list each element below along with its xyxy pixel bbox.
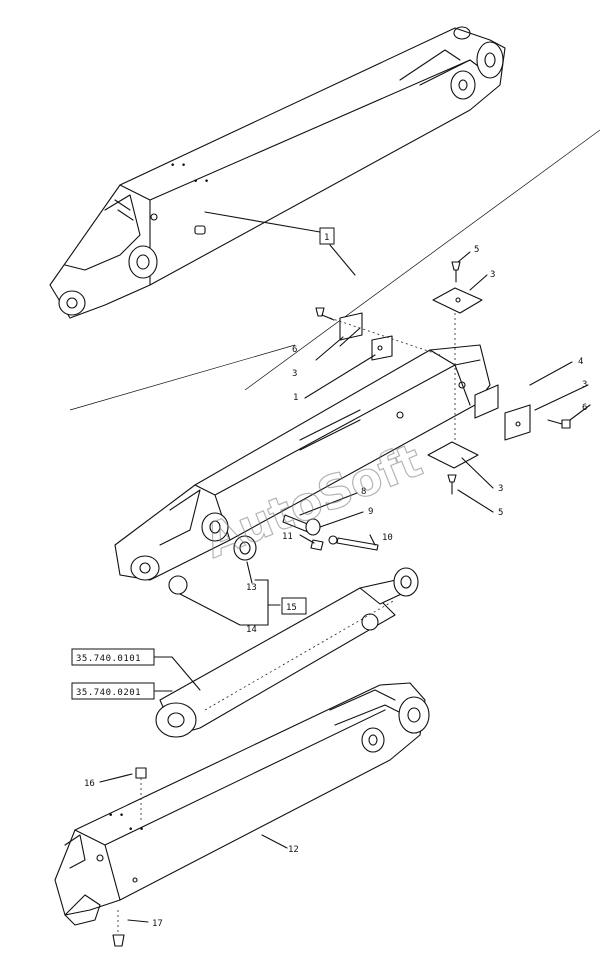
pad-top [432,287,483,314]
svg-text:• •: • • [193,177,209,187]
callout-11: 11 [282,532,293,542]
callout-9: 9 [368,507,373,517]
inner-boom [114,344,491,581]
callout-13: 13 [246,583,257,593]
divider-line-lower [69,344,296,411]
ref-leaders [153,656,201,692]
divider-line-upper [244,129,601,391]
callout-6a: 6 [292,345,297,355]
pad-right-1 [474,384,499,419]
svg-text:• •: • • [128,825,144,835]
callout-3a: 3 [490,270,495,280]
callout-12: 12 [288,845,299,855]
callout-8: 8 [361,487,366,497]
callout-6b: 6 [582,403,587,413]
callout-1-box [319,227,335,245]
callout-14: 14 [246,625,257,635]
callout-1b: 1 [293,393,298,403]
pad-bottom [427,441,479,469]
callout-1: 1 [324,233,329,243]
callout-5a: 5 [474,245,479,255]
callout-leaders [99,251,591,923]
bushing-14 [168,575,188,595]
bolts [315,261,571,495]
callout-3c: 3 [582,380,587,390]
pad-left-1 [339,312,363,341]
bushing-13 [233,535,257,561]
callout-17: 17 [152,919,163,929]
leader-1b [329,244,356,276]
ref-b: 35.740.0201 [76,688,141,698]
callout-16: 16 [84,779,95,789]
svg-text:• •: • • [108,811,124,821]
callout-3b: 3 [292,369,297,379]
callout-5b: 5 [498,508,503,518]
callout-4: 4 [578,357,583,367]
ref-a: 35.740.0101 [76,654,141,664]
callout-15: 15 [286,603,297,613]
hydraulic-cylinder [155,567,419,738]
grease-fittings [112,767,147,947]
callout-15-box [281,597,307,615]
boom-assembly-top: • • • • [49,26,506,319]
outer-boom-bottom: • • • • [54,682,430,926]
leader-1 [204,211,321,233]
svg-text:• •: • • [170,161,186,171]
pin-11 [310,539,324,551]
callout-10: 10 [382,533,393,543]
callout-3d: 3 [498,484,503,494]
pins-and-bushings [168,514,379,595]
